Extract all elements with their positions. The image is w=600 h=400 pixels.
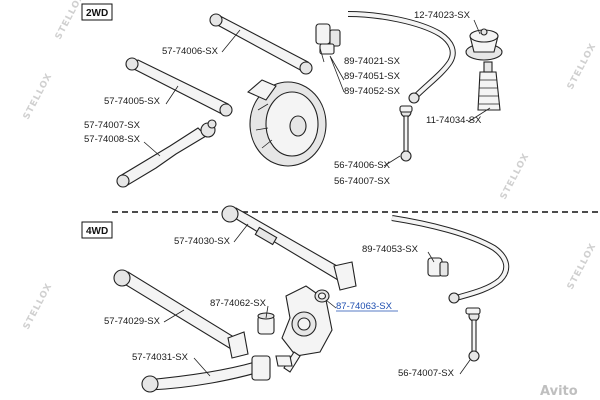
label-89-74051: 89-74051-SX bbox=[344, 71, 401, 82]
label-89-74053: 89-74053-SX bbox=[362, 244, 419, 255]
leader-lines bbox=[143, 19, 491, 377]
watermark-text: STELLOX bbox=[22, 282, 55, 332]
watermark-left-top: STELLOX bbox=[22, 72, 55, 122]
watermark-text: STELLOX bbox=[566, 242, 599, 292]
watermark-text: STELLOX bbox=[22, 72, 55, 122]
watermark-left-bottom: STELLOX bbox=[22, 282, 55, 332]
section-tag-2wd-box bbox=[81, 3, 113, 21]
label-57-74006: 57-74006-SX bbox=[162, 46, 219, 57]
stabilizer-bar-bottom bbox=[391, 215, 510, 304]
label-12-74023: 12-74023-SX bbox=[414, 10, 471, 21]
label-56-74007-bottom: 56-74007-SX bbox=[398, 368, 455, 379]
control-arm-57-74007 bbox=[116, 119, 217, 188]
control-arm-57-74029 bbox=[113, 269, 249, 359]
watermark-text: STELLOX bbox=[499, 152, 532, 202]
section-tag-4wd: 4WD bbox=[86, 226, 108, 237]
bump-stop-11-74034 bbox=[477, 61, 501, 111]
brake-drum-hub bbox=[246, 79, 327, 167]
watermark-right-top: STELLOX bbox=[566, 42, 599, 92]
stabilizer-bushing-89-74021 bbox=[315, 23, 341, 55]
stabilizer-bushing-89-74053 bbox=[427, 257, 449, 277]
label-57-74007: 57-74007-SX bbox=[84, 120, 141, 131]
label-87-74063: 87-74063-SX bbox=[336, 301, 393, 312]
control-arm-57-74030 bbox=[221, 205, 357, 291]
label-57-74030: 57-74030-SX bbox=[174, 236, 231, 247]
label-57-74031: 57-74031-SX bbox=[132, 352, 189, 363]
stabilizer-link-56-74006 bbox=[399, 105, 413, 162]
control-arm-57-74005 bbox=[125, 57, 233, 117]
stabilizer-bar-top bbox=[347, 11, 456, 104]
steering-knuckle bbox=[281, 285, 333, 373]
label-11-74034: 11-74034-SX bbox=[426, 115, 482, 126]
watermark-right-bottom: STELLOX bbox=[566, 242, 599, 292]
stabilizer-link-56-74007 bbox=[465, 307, 481, 362]
label-89-74021: 89-74021-SX bbox=[344, 56, 401, 67]
label-57-74005: 57-74005-SX bbox=[104, 96, 161, 107]
label-89-74052: 89-74052-SX bbox=[344, 86, 401, 97]
control-arm-57-74031 bbox=[141, 355, 271, 393]
site-watermark: Avito bbox=[540, 384, 578, 399]
watermark-right-mid: STELLOX bbox=[499, 152, 532, 202]
label-57-74029: 57-74029-SX bbox=[104, 316, 161, 327]
watermark-text: STELLOX bbox=[566, 42, 599, 92]
label-87-74062: 87-74062-SX bbox=[210, 298, 267, 309]
control-arm-57-74006 bbox=[209, 13, 313, 75]
strut-mount-12-74023 bbox=[465, 28, 503, 61]
section-tag-2wd: 2WD bbox=[86, 8, 108, 19]
label-56-74006: 56-74006-SX bbox=[334, 160, 391, 171]
label-57-74008: 57-74008-SX bbox=[84, 134, 141, 145]
section-tag-4wd-box bbox=[81, 221, 113, 239]
bushing-87-74063 bbox=[314, 289, 330, 303]
label-56-74007-top: 56-74007-SX bbox=[334, 176, 391, 187]
